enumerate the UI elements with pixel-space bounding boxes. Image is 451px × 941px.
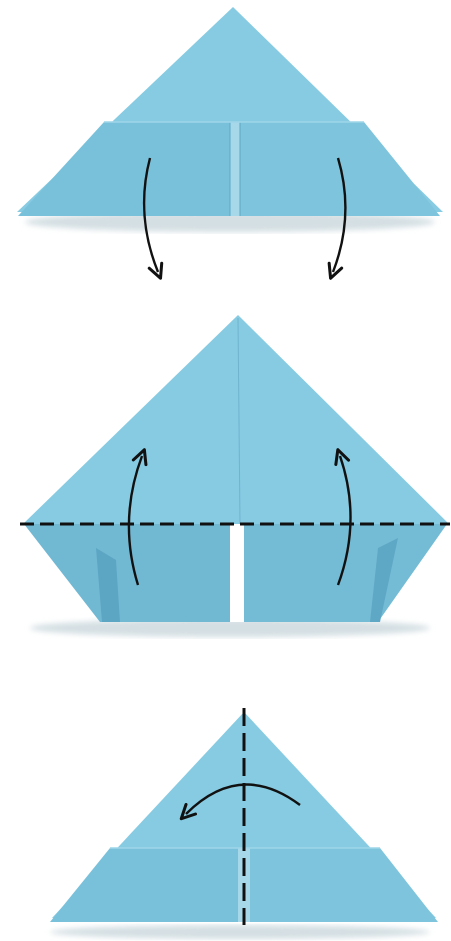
- step-2-triangle: [23, 315, 449, 524]
- step-3-left-flap: [50, 848, 238, 922]
- step-2-left-flap: [24, 524, 230, 622]
- step-1-center-gap: [230, 122, 240, 216]
- step-2-group: [20, 315, 450, 637]
- step-2-right-flap: [244, 524, 447, 622]
- step-3-group: [50, 708, 438, 939]
- step-2-center-gap: [230, 530, 244, 622]
- step-3-shadow: [50, 925, 430, 939]
- step-3-right-flap: [250, 848, 438, 922]
- step-1-group: [17, 7, 443, 272]
- step-1-left-flap: [18, 122, 232, 216]
